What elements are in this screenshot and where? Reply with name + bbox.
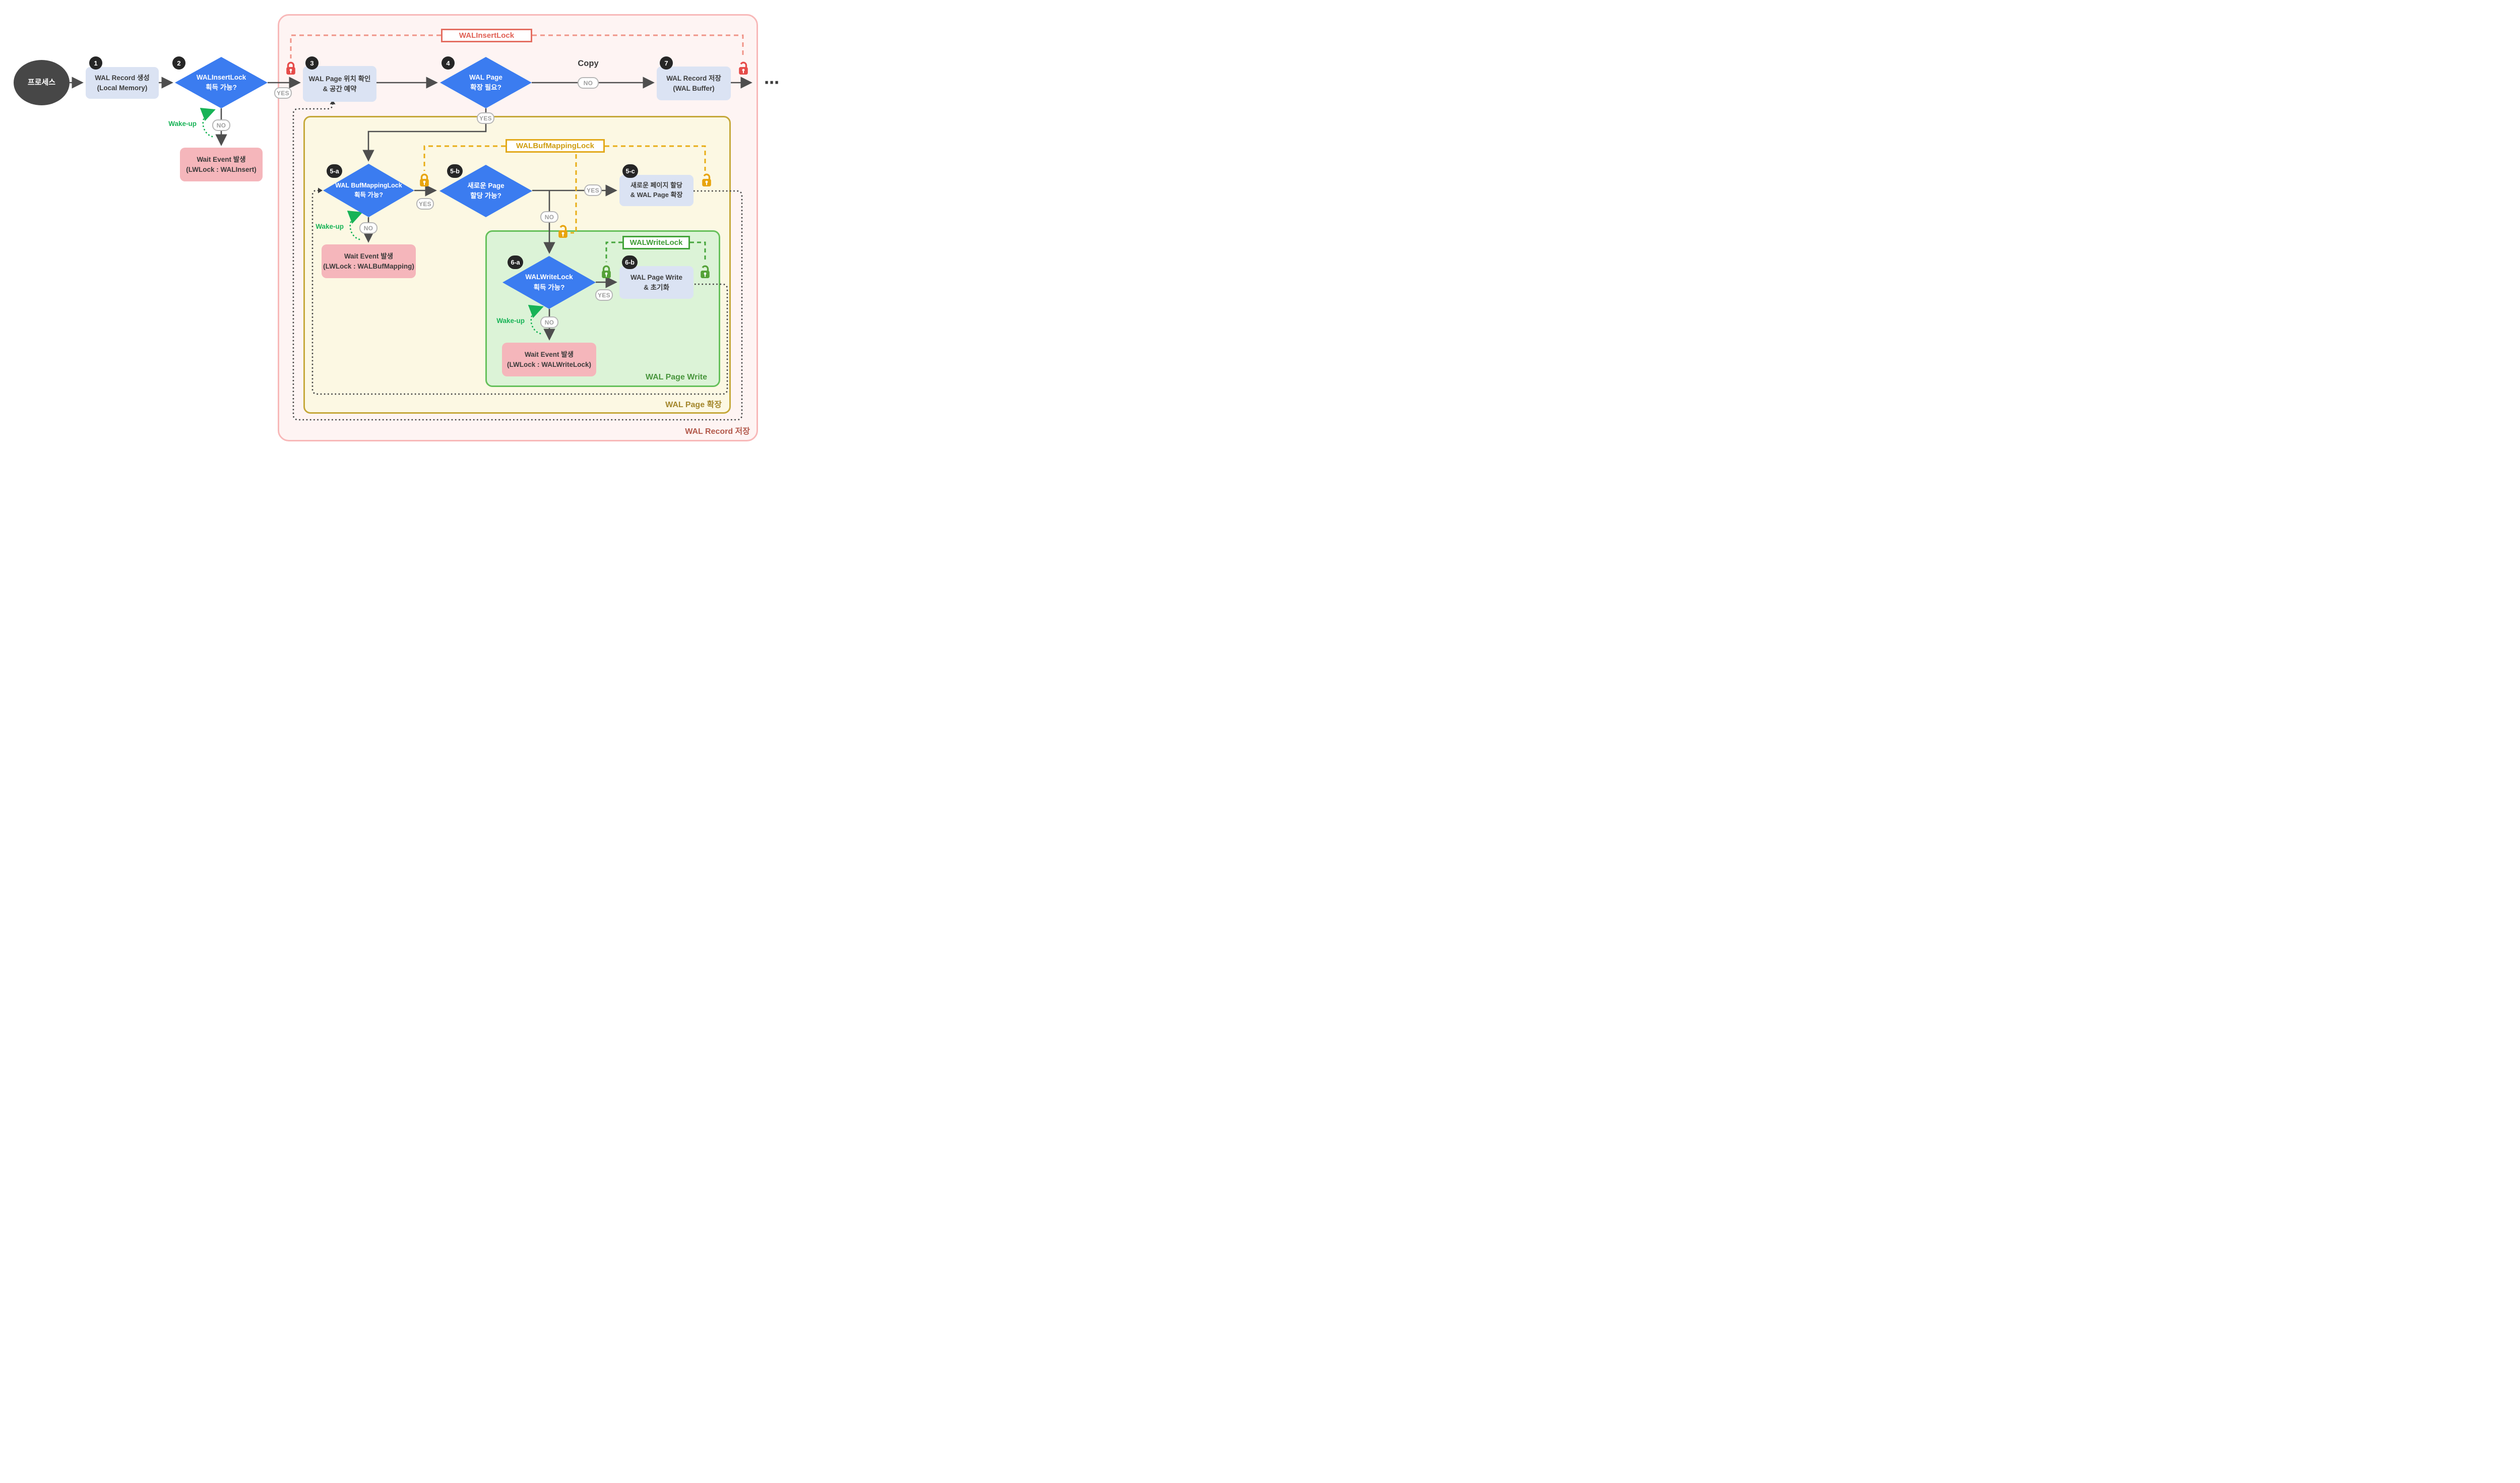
walbufmappinglock-dashed-scope [423,145,706,234]
no-label: NO [363,224,373,232]
walinsertlock-dashed-scope [290,34,744,58]
step2-text: WALInsertLock 획득 가능? [197,73,246,93]
step5b-text: 새로운 Page 할당 가능? [467,181,504,202]
wait-event-walinsert-node: Wait Event 발생 (LWLock : WALInsert) [180,148,263,181]
region-label-wal-record-store: WAL Record 저장 [685,427,750,436]
step5c-node: 새로운 페이지 할당 & WAL Page 확장 [619,175,694,206]
wakeup-label-step5a: Wake-up [316,223,344,230]
lock-open-icon-green [700,265,711,279]
no-pill-step5a: NO [359,222,377,234]
step3-badge: 3 [305,56,319,70]
no-label: NO [544,318,554,326]
yes-label: YES [598,291,610,299]
yes-pill-step5b: YES [584,184,602,196]
yes-pill-step6a: YES [595,289,613,301]
lock-open-icon-orange-mid [557,224,569,239]
step2-line2: 획득 가능? [206,84,237,91]
no-pill-step2: NO [212,119,230,131]
step5c-badge: 5-c [622,164,638,178]
step1-line2: (Local Memory) [97,84,148,92]
lock-closed-icon-red [285,61,296,76]
walwritelock-banner: WALWriteLock [622,236,690,249]
step5a-text: WAL BufMappingLock 획득 가능? [335,181,402,200]
step4-line1: WAL Page [469,73,502,81]
yes-pill-step2: YES [274,87,292,99]
yes-label: YES [587,186,599,194]
step6a-badge: 6-a [508,255,523,269]
lock-open-icon-orange-right [701,173,712,187]
no-pill-step6a: NO [540,316,558,328]
step5b-line2: 할당 가능? [470,192,501,200]
wait-bufmapping-line1: Wait Event 발생 [344,252,394,260]
step1-node: WAL Record 생성 (Local Memory) [86,67,159,99]
region-label-wal-page-write: WAL Page Write [645,373,707,381]
wait-bufmapping-line2: (LWLock : WALBufMapping) [323,262,414,270]
step1-badge: 1 [89,56,102,70]
lock-open-icon-red [738,61,749,76]
no-pill-step4: NO [578,77,599,89]
step4-badge: 4 [442,56,455,70]
yes-label: YES [419,200,431,208]
wait-insert-line1: Wait Event 발생 [197,155,246,163]
step3-line2: & 공간 예약 [323,85,357,93]
process-label: 프로세스 [27,78,56,87]
process-node: 프로세스 [14,60,70,105]
yes-label: YES [479,114,492,122]
wakeup-label-step6a: Wake-up [496,317,525,325]
loop-arrowhead-5a [318,187,323,194]
copy-label: Copy [578,59,599,68]
step3-line1: WAL Page 위치 확인 [308,75,371,83]
step7-line1: WAL Record 저장 [666,74,721,82]
wait-event-walbufmapping-node: Wait Event 발생 (LWLock : WALBufMapping) [322,244,416,278]
dotted-retry-loops [292,103,743,421]
step5a-line2: 획득 가능? [354,191,384,199]
step5b-line1: 새로운 Page [467,181,505,189]
step6b-line1: WAL Page Write [630,273,683,281]
continuation-ellipsis: ⋯ [764,75,780,91]
region-label-wal-page-expand: WAL Page 확장 [665,401,722,409]
lock-closed-icon-orange [419,173,430,187]
step3-node: WAL Page 위치 확인 & 공간 예약 [303,66,376,102]
step7-line2: (WAL Buffer) [673,84,715,92]
yes-pill-step5a: YES [416,198,434,210]
step5c-line1: 새로운 페이지 할당 [631,181,682,189]
yes-label: YES [277,89,289,97]
no-pill-step5b: NO [540,211,558,223]
no-label: NO [583,79,593,87]
step2-line1: WALInsertLock [196,73,246,81]
step5c-line2: & WAL Page 확장 [630,191,683,199]
wait-write-line1: Wait Event 발생 [524,350,574,358]
wait-insert-line2: (LWLock : WALInsert) [186,165,257,173]
step5a-line1: WAL BufMappingLock [335,182,402,189]
step5b-badge: 5-b [447,164,463,178]
yes-pill-step4: YES [477,112,494,124]
step6a-line2: 획득 가능? [533,283,565,291]
walinsertlock-banner: WALInsertLock [441,29,532,42]
step6b-badge: 6-b [622,255,638,269]
step2-badge: 2 [172,56,185,70]
step7-node: WAL Record 저장 (WAL Buffer) [657,67,731,100]
step7-badge: 7 [660,56,673,70]
step6a-line1: WALWriteLock [525,273,573,281]
step4-line2: 확장 필요? [470,84,501,91]
lock-closed-icon-green [601,265,612,279]
no-label: NO [544,213,554,221]
step1-line1: WAL Record 생성 [95,74,150,82]
walwritelock-dashed-scope [605,241,706,262]
step4-text: WAL Page 확장 필요? [469,73,502,93]
step5a-badge: 5-a [327,164,342,178]
wait-event-walwritelock-node: Wait Event 발생 (LWLock : WALWriteLock) [502,343,596,376]
step6a-text: WALWriteLock 획득 가능? [525,272,573,293]
loop-arrowhead-step3 [330,100,336,104]
loop-6b-to-5a [311,189,728,395]
wal-flowchart: WAL Record 저장 WAL Page 확장 WAL Page Write… [0,0,790,457]
step6b-line2: & 초기화 [644,283,669,291]
wakeup-label-step2: Wake-up [168,120,197,127]
step6b-node: WAL Page Write & 초기화 [619,266,694,299]
wait-write-line2: (LWLock : WALWriteLock) [507,360,591,368]
wakeup-arcs [200,107,544,335]
walbufmappinglock-banner: WALBufMappingLock [506,139,605,153]
no-label: NO [216,121,226,129]
